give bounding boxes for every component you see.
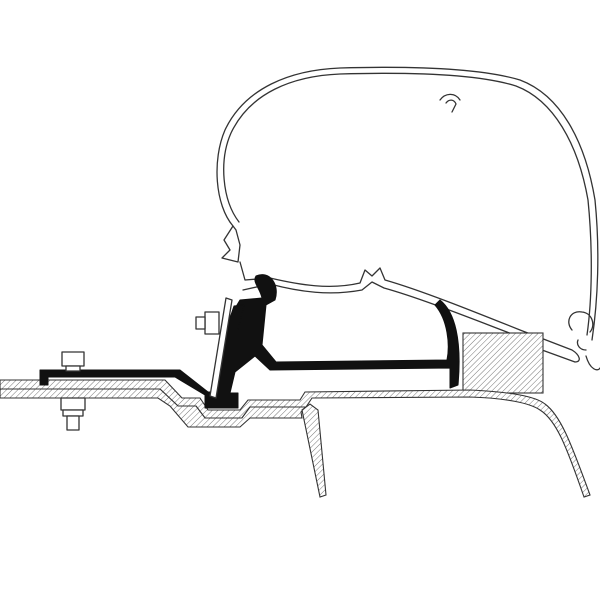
roof-bolt [60, 351, 86, 431]
bolt-head-icon [195, 316, 206, 330]
nut-icon [204, 311, 220, 335]
vehicle-wall [301, 403, 327, 498]
adapter-profile [39, 274, 460, 409]
nut-icon [60, 397, 86, 411]
vehicle-roof [0, 379, 591, 498]
cassette-clip-right [568, 311, 600, 371]
bolt-head-icon [61, 351, 85, 367]
cassette-clip-top [439, 93, 461, 113]
awning-cassette [216, 66, 600, 371]
spacer-block [462, 332, 544, 394]
cassette-hook-left [221, 225, 241, 263]
mounting-plate [195, 297, 233, 399]
